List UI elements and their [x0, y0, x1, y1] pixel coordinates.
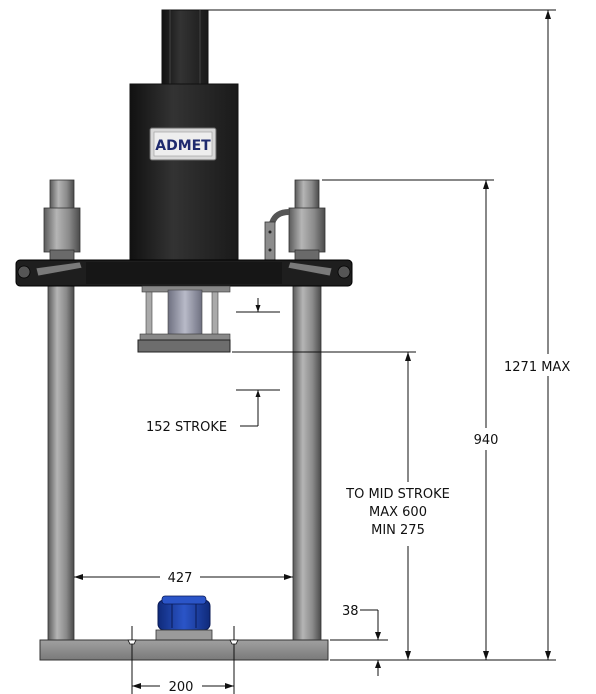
- dim-column-height: 940: [474, 433, 499, 448]
- dim-mid-stroke-line1: TO MID STROKE: [345, 487, 450, 502]
- right-column: [288, 179, 326, 641]
- base-plate: [39, 639, 329, 661]
- upper-platen: [137, 339, 231, 353]
- dim-stroke: 152 STROKE: [146, 420, 227, 435]
- actuator-housing: [129, 83, 239, 265]
- dim-column-spacing: 427: [168, 571, 193, 586]
- crosshead: [15, 259, 353, 287]
- dim-total-height: 1271 MAX: [504, 360, 570, 375]
- dim-slot-spacing: 200: [169, 680, 194, 694]
- cable-bracket: [264, 221, 276, 261]
- machine: ADMET: [15, 9, 353, 661]
- motor-top: [161, 9, 209, 85]
- left-column: [43, 179, 81, 641]
- dimension-lines: [74, 9, 556, 694]
- lower-fixture: [155, 595, 213, 641]
- dim-mid-stroke-line2: MAX 600: [369, 505, 427, 520]
- dim-base-thickness: 38: [342, 604, 359, 619]
- admet-logo: ADMET: [149, 127, 217, 161]
- logo-text: ADMET: [155, 138, 211, 154]
- t-slot-right: [229, 626, 239, 645]
- actuator-rods: [139, 285, 231, 343]
- dim-mid-stroke-line3: MIN 275: [371, 523, 425, 538]
- t-slot-left: [127, 626, 137, 645]
